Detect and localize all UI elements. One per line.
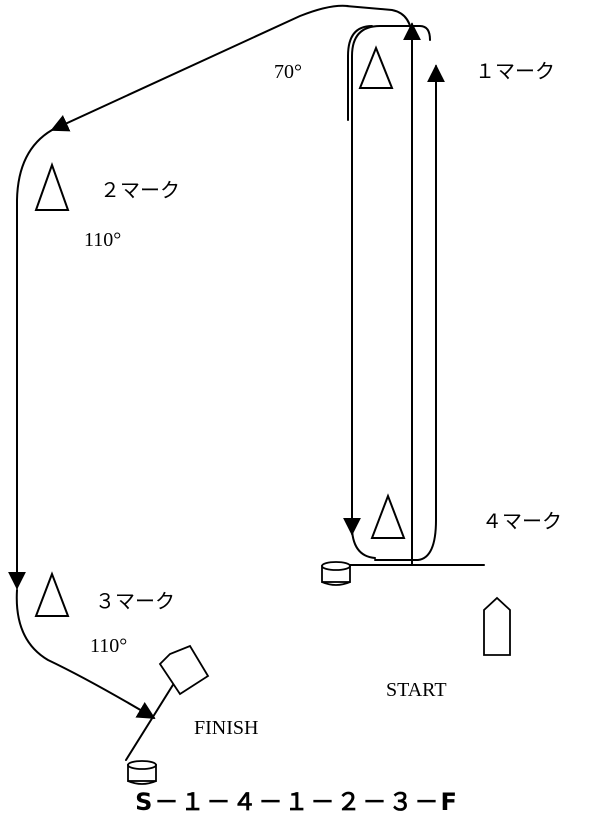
start-committee-boat-icon	[483, 596, 511, 656]
course-leg-mark4-to-mark1	[350, 25, 431, 559]
finish-committee-boat-icon	[158, 644, 210, 696]
course-leg-start-to-mark1-to-mark2	[50, 4, 413, 566]
mark2-buoy-icon	[34, 162, 70, 211]
start-pin-buoy-icon	[321, 561, 351, 586]
mark1-angle-label: 70°	[274, 61, 302, 83]
mark3-angle-label: 110°	[90, 635, 128, 657]
course-leg-mark1-rounding	[347, 25, 373, 57]
course-sequence: S－１－４－１－２－３－F	[135, 788, 459, 816]
finish-pin-buoy-icon	[127, 760, 157, 785]
finish-label: FINISH	[194, 717, 259, 739]
mark4-buoy-icon	[370, 493, 406, 539]
mark2-label: ２マーク	[100, 180, 180, 202]
course-leg-mark2-to-mark3	[8, 129, 53, 590]
mark1-label: １マーク	[475, 61, 555, 83]
mark2-angle-label: 110°	[84, 229, 122, 251]
course-leg-down-to-mark4	[374, 64, 445, 561]
start-label: START	[386, 679, 447, 701]
mark3-label: ３マーク	[95, 591, 175, 613]
mark3-buoy-icon	[34, 571, 70, 617]
mark4-label: ４マーク	[482, 511, 562, 533]
mark1-buoy-icon	[358, 45, 394, 89]
course-leg-mark3-to-finish	[15, 589, 156, 719]
